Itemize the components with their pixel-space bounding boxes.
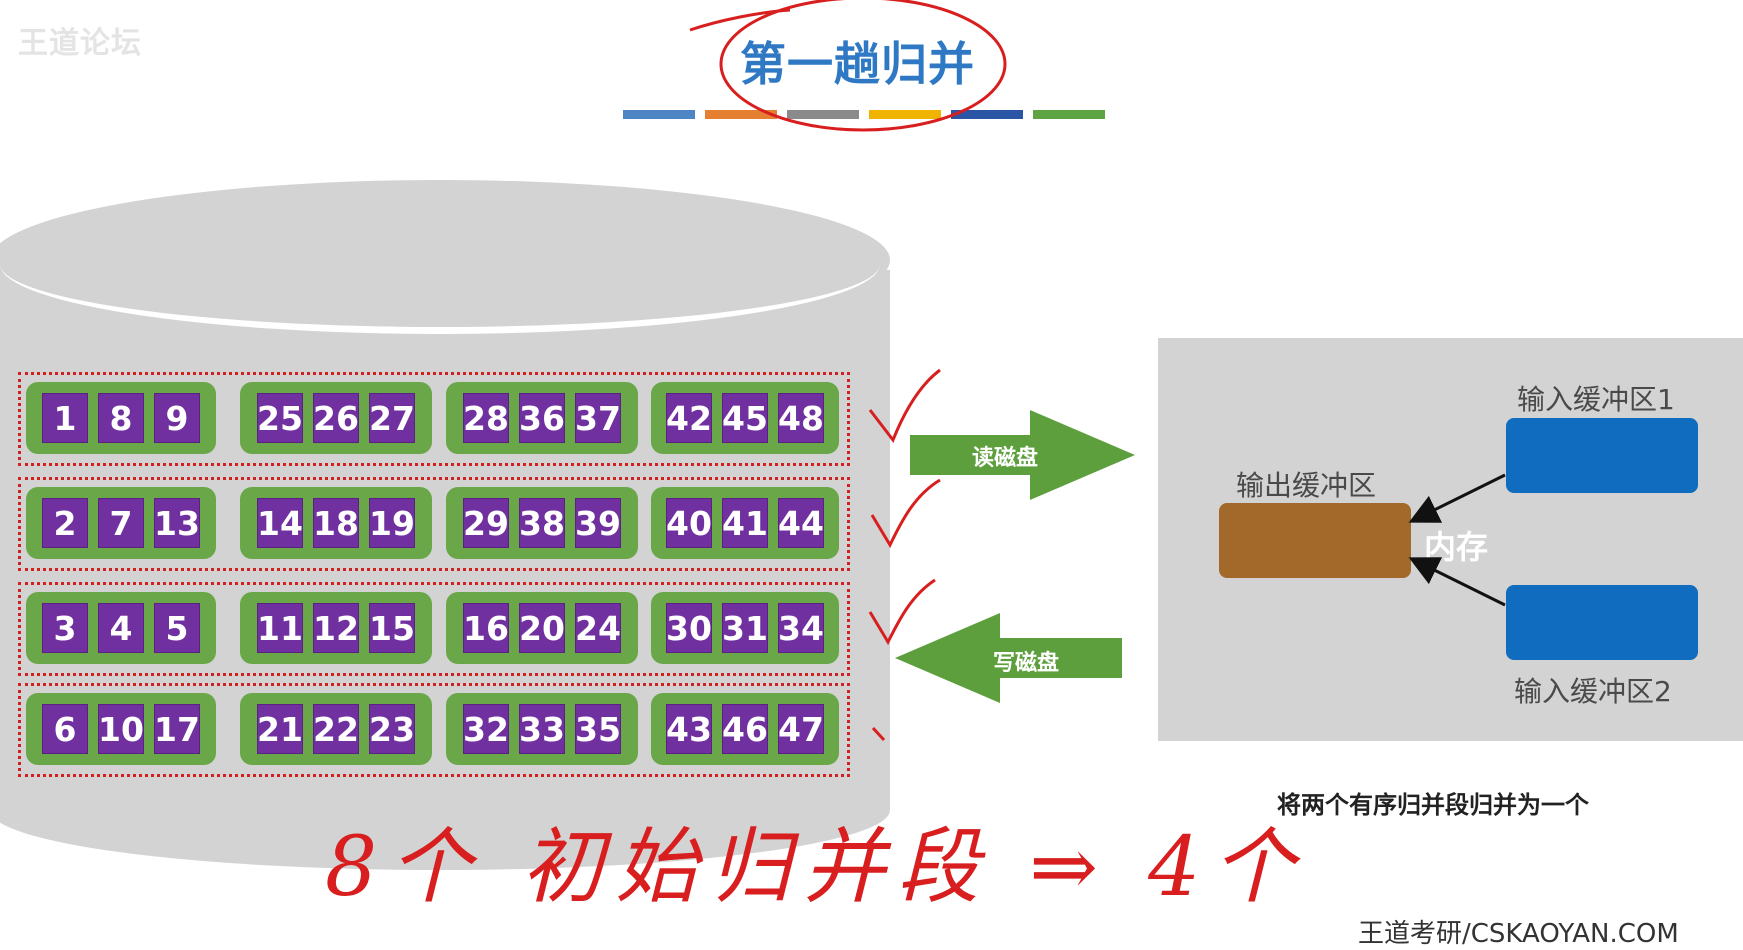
merge-caption: 将两个有序归并段归并为一个	[1277, 791, 1589, 819]
record-cell: 34	[778, 603, 824, 653]
record-cell: 42	[666, 393, 712, 443]
record-cell: 2	[42, 498, 88, 548]
record-cell: 17	[154, 704, 200, 754]
read-disk-arrow	[910, 410, 1135, 500]
record-cell: 4	[98, 603, 144, 653]
run-row	[18, 372, 850, 466]
record-cell: 29	[463, 498, 509, 548]
color-bar-segment	[623, 110, 695, 119]
record-cell: 12	[313, 603, 359, 653]
record-cell: 16	[463, 603, 509, 653]
watermark: 王道论坛	[18, 26, 142, 61]
input-buffer-2	[1506, 585, 1698, 660]
record-cell: 6	[42, 704, 88, 754]
output-buffer-label: 输出缓冲区	[1236, 469, 1377, 502]
title-circle	[719, 0, 1007, 132]
record-cell: 45	[722, 393, 768, 443]
run-row	[18, 582, 850, 676]
record-cell: 10	[98, 704, 144, 754]
run-row	[18, 477, 850, 571]
color-bar-segment	[705, 110, 777, 119]
input-buffer-2-label: 输入缓冲区2	[1514, 675, 1672, 708]
record-cell: 40	[666, 498, 712, 548]
record-cell: 25	[257, 393, 303, 443]
record-cell: 46	[722, 704, 768, 754]
record-cell: 18	[313, 498, 359, 548]
record-cell: 33	[519, 704, 565, 754]
record-cell: 11	[257, 603, 303, 653]
record-cell: 26	[313, 393, 359, 443]
record-cell: 21	[257, 704, 303, 754]
record-cell: 38	[519, 498, 565, 548]
record-cell: 37	[575, 393, 621, 443]
record-cell: 32	[463, 704, 509, 754]
merge-arrows	[1408, 473, 1506, 607]
record-cell: 43	[666, 704, 712, 754]
record-cell: 48	[778, 393, 824, 443]
record-cell: 14	[257, 498, 303, 548]
record-cell: 13	[154, 498, 200, 548]
input-buffer-1	[1506, 418, 1698, 493]
record-cell: 39	[575, 498, 621, 548]
color-bar-segment	[1033, 110, 1105, 119]
disk-cylinder-rim	[0, 194, 880, 334]
record-cell: 47	[778, 704, 824, 754]
write-disk-arrow	[895, 613, 1122, 703]
record-cell: 3	[42, 603, 88, 653]
record-cell: 28	[463, 393, 509, 443]
color-bar-segment	[951, 110, 1023, 119]
check-mark-row-4	[871, 726, 886, 742]
record-cell: 30	[666, 603, 712, 653]
run-row	[18, 683, 850, 777]
record-cell: 22	[313, 704, 359, 754]
record-cell: 19	[369, 498, 415, 548]
record-cell: 9	[154, 393, 200, 443]
page-title: 第一趟归并	[740, 37, 975, 91]
read-disk-label: 读磁盘	[972, 446, 1039, 471]
color-bar-segment	[787, 110, 859, 119]
color-bar-segment	[869, 110, 941, 119]
check-mark-row-1	[868, 368, 941, 444]
record-cell: 7	[98, 498, 144, 548]
write-disk-label: 写磁盘	[993, 651, 1060, 676]
record-cell: 8	[98, 393, 144, 443]
record-cell: 41	[722, 498, 768, 548]
record-cell: 15	[369, 603, 415, 653]
record-cell: 31	[722, 603, 768, 653]
record-cell: 23	[369, 704, 415, 754]
record-cell: 5	[154, 603, 200, 653]
record-cell: 24	[575, 603, 621, 653]
handwritten-note: 8个 初始归并段 ⇒ 4个	[325, 820, 1307, 915]
input-buffer-1-label: 输入缓冲区1	[1517, 383, 1675, 416]
record-cell: 27	[369, 393, 415, 443]
record-cell: 35	[575, 704, 621, 754]
output-buffer	[1219, 503, 1411, 578]
title-stroke	[689, 8, 791, 32]
check-mark-row-3	[868, 578, 936, 646]
check-mark-row-2	[870, 478, 941, 549]
record-cell: 20	[519, 603, 565, 653]
record-cell: 36	[519, 393, 565, 443]
record-cell: 1	[42, 393, 88, 443]
record-cell: 44	[778, 498, 824, 548]
